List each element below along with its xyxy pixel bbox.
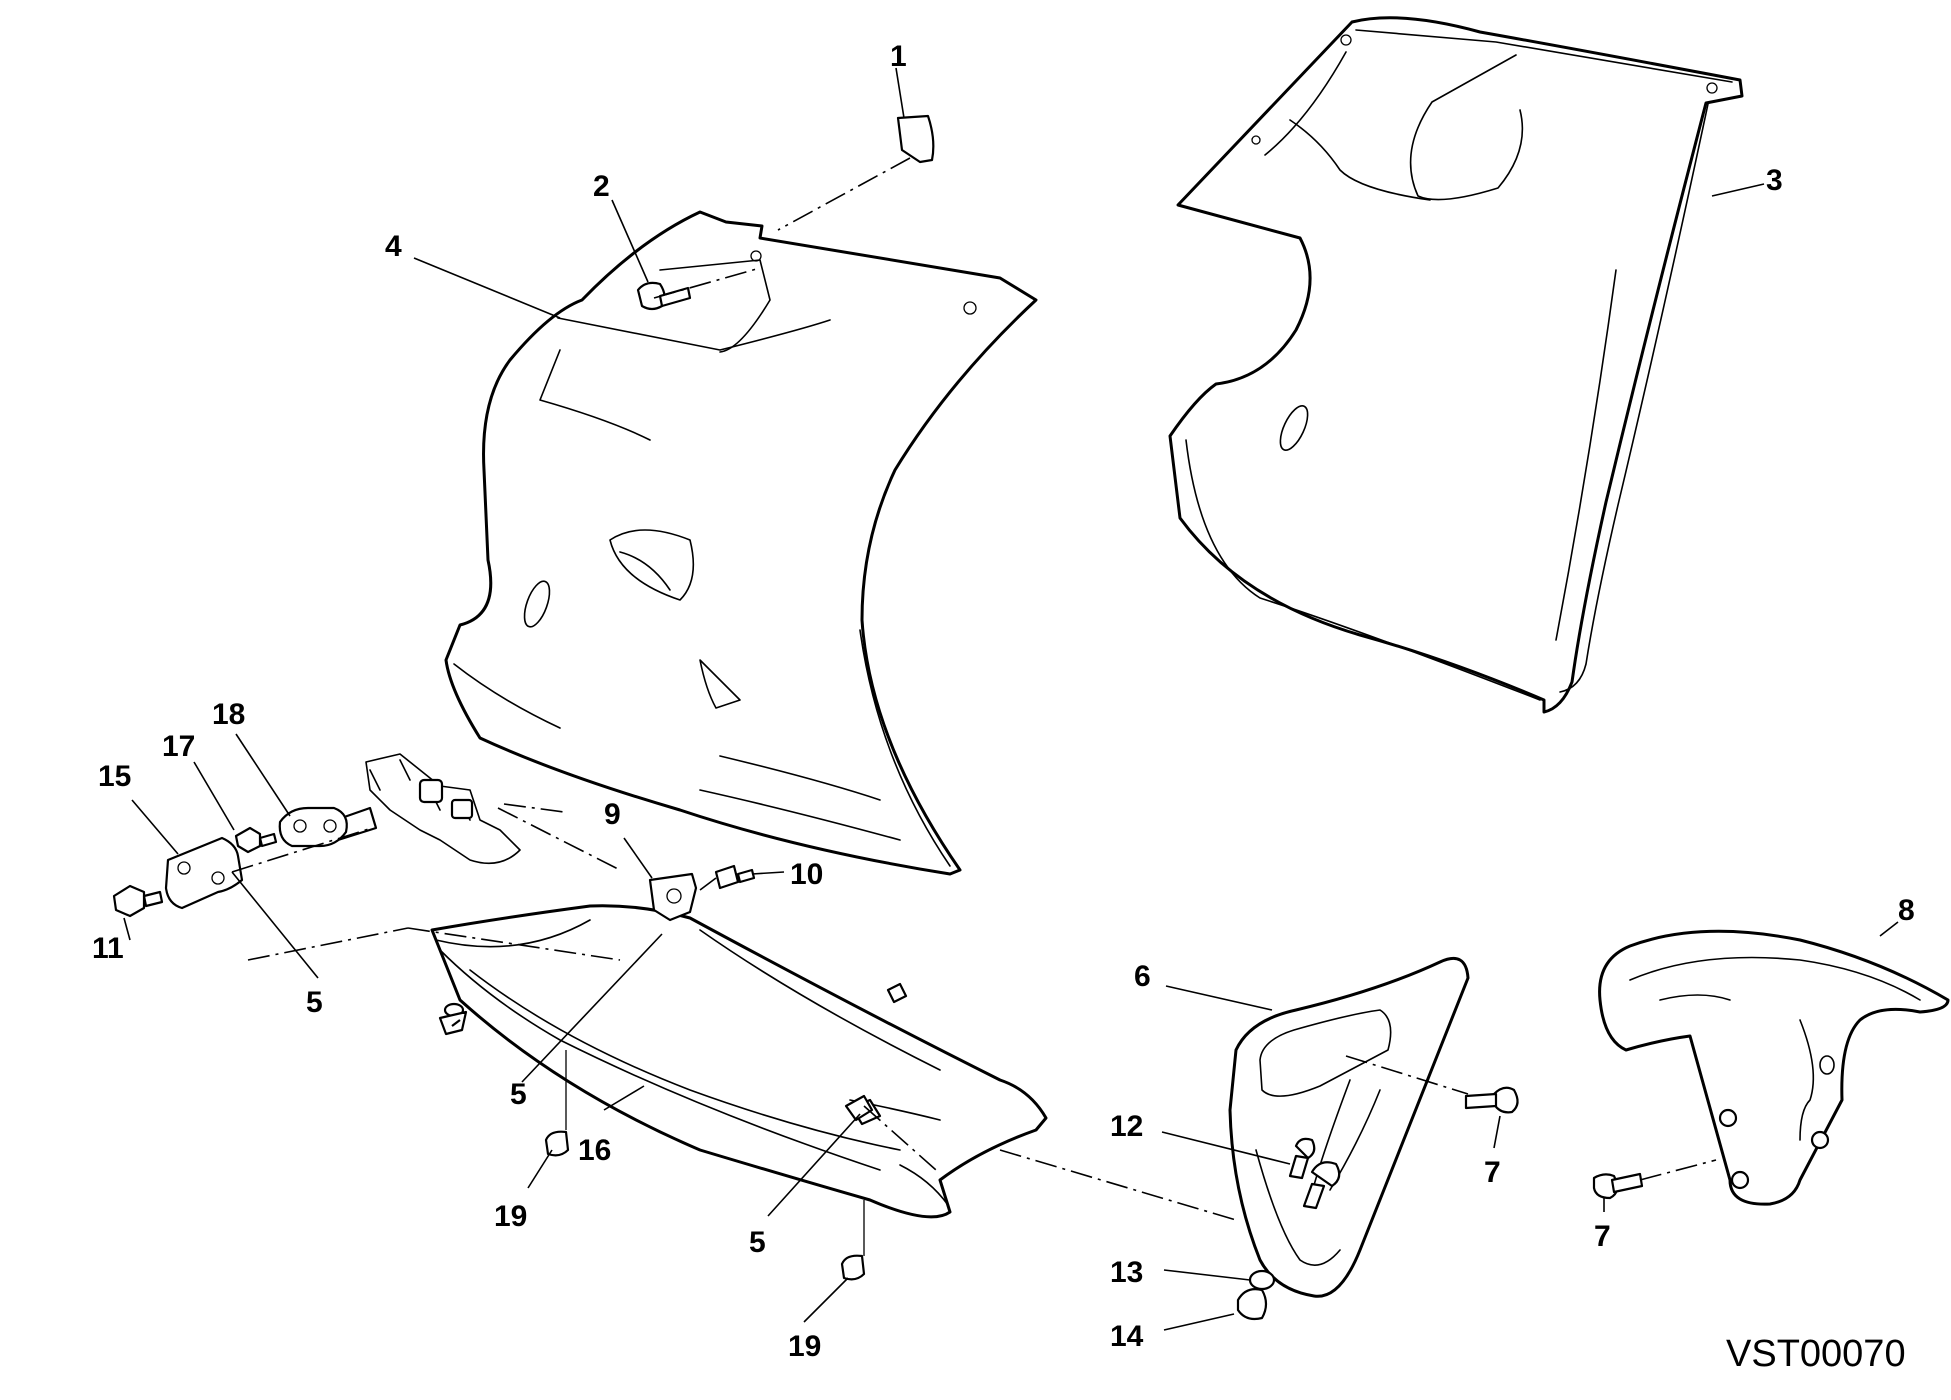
- callout-10: 10: [790, 858, 823, 891]
- mounting-bracket-assembly: [164, 753, 521, 910]
- part-16-lower-belly-pan: [430, 904, 1048, 1219]
- callout-17: 17: [162, 730, 195, 763]
- assembly-lines: [231, 157, 1717, 1256]
- callout-9: 9: [604, 798, 621, 831]
- callout-numbers: 1 2 3 4 5 5 5 6 7 7 8 9 10 11 12 13 14 1…: [92, 40, 1915, 1363]
- callout-5-bracket: 5: [306, 986, 323, 1019]
- part-4-inner-fairing-panel: [444, 210, 1038, 876]
- part-3-right-fairing-panel: [1168, 16, 1744, 714]
- callout-8: 8: [1898, 894, 1915, 927]
- callout-19-left: 19: [494, 1200, 527, 1233]
- callout-13: 13: [1110, 1256, 1143, 1289]
- callout-2: 2: [593, 170, 610, 203]
- callout-5-low: 5: [749, 1226, 766, 1259]
- part-8-mudguard: [1598, 929, 1950, 1206]
- callout-5-mid: 5: [510, 1078, 527, 1111]
- callout-6: 6: [1134, 960, 1151, 993]
- callout-7-scoop: 7: [1484, 1156, 1501, 1189]
- callout-14: 14: [1110, 1320, 1144, 1353]
- fastener-hardware: [112, 114, 1644, 1321]
- callout-16: 16: [578, 1134, 611, 1167]
- callout-4: 4: [385, 230, 402, 263]
- part-6-side-air-scoop: [1228, 957, 1470, 1298]
- callout-11: 11: [92, 932, 124, 965]
- callout-7-guard: 7: [1594, 1220, 1611, 1253]
- callout-1: 1: [890, 40, 907, 73]
- callout-leaders: [123, 67, 1899, 1331]
- callout-12: 12: [1110, 1110, 1143, 1143]
- drawing-code: VST00070: [1726, 1333, 1906, 1375]
- callout-19-right: 19: [788, 1330, 821, 1363]
- callout-18: 18: [212, 698, 245, 731]
- callout-3: 3: [1766, 164, 1783, 197]
- callout-15: 15: [98, 760, 131, 793]
